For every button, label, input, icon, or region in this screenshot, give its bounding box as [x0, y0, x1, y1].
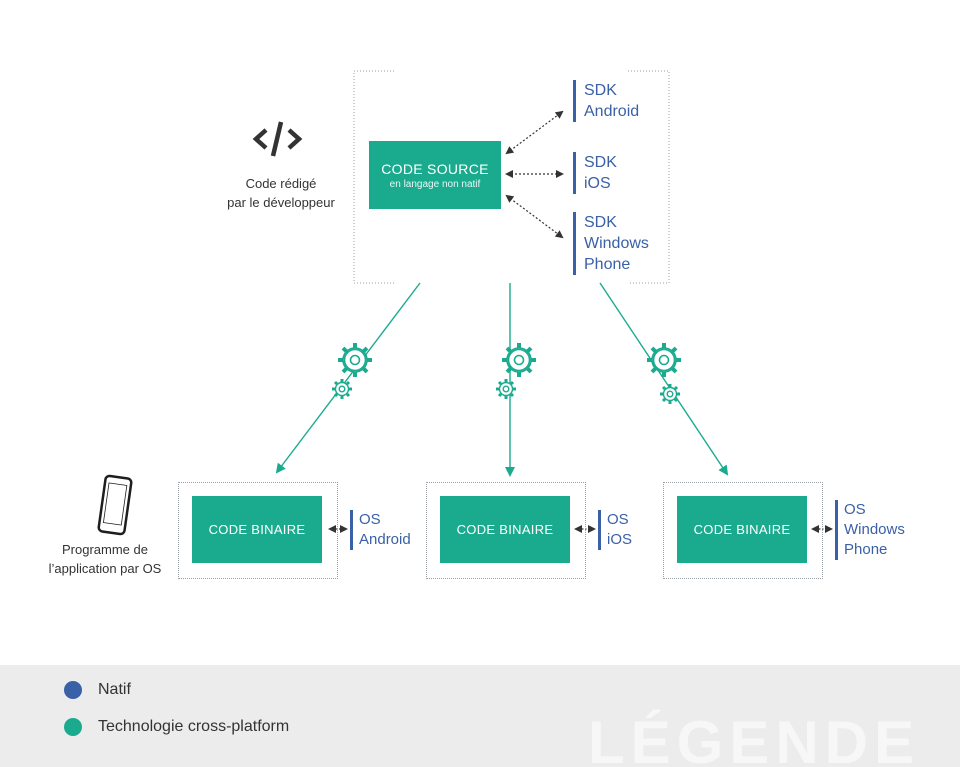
os-android-label: OS Android — [350, 510, 411, 550]
gear-icon — [330, 341, 374, 401]
legend-label: Natif — [98, 681, 131, 698]
smartphone-icon — [97, 474, 133, 536]
compile-arrows — [275, 282, 729, 477]
legend-label: Technologie cross-platform — [98, 718, 290, 735]
sdk-connectors — [505, 110, 564, 239]
source-caption: Code rédigé par le développeur — [227, 176, 335, 210]
app-caption: Programme de l’application par OS — [48, 542, 162, 576]
legend-item-natif: Natif — [64, 681, 131, 699]
legend-dot-blue — [64, 681, 82, 699]
legend-panel: LÉGENDE Natif Technologie cross-platform — [0, 665, 960, 767]
gear-icon — [494, 341, 538, 401]
code-brackets-icon — [252, 121, 303, 157]
code-source-box: CODE SOURCE en langage non natif — [369, 141, 501, 209]
os-ios-label: OS iOS — [598, 510, 632, 550]
sdk-windows-phone-label: SDK Windows Phone — [573, 212, 649, 275]
source-dotted-frame — [353, 70, 670, 284]
legend-item-cross-platform: Technologie cross-platform — [64, 718, 289, 736]
code-source-title: CODE SOURCE — [381, 160, 489, 177]
code-binaire-windows-box: CODE BINAIRE — [677, 496, 807, 563]
binary-frame-android — [178, 482, 338, 579]
legend-watermark: LÉGENDE — [587, 709, 920, 767]
binary-frame-windows — [663, 482, 823, 579]
code-binaire-ios-box: CODE BINAIRE — [440, 496, 570, 563]
code-source-subtitle: en langage non natif — [389, 178, 481, 190]
legend-dot-green — [64, 718, 82, 736]
sdk-android-label: SDK Android — [573, 80, 639, 122]
binary-frame-ios — [426, 482, 586, 579]
os-windows-phone-label: OS Windows Phone — [835, 500, 905, 560]
gear-icon — [645, 341, 683, 406]
sdk-ios-label: SDK iOS — [573, 152, 617, 194]
code-binaire-android-box: CODE BINAIRE — [192, 496, 322, 563]
